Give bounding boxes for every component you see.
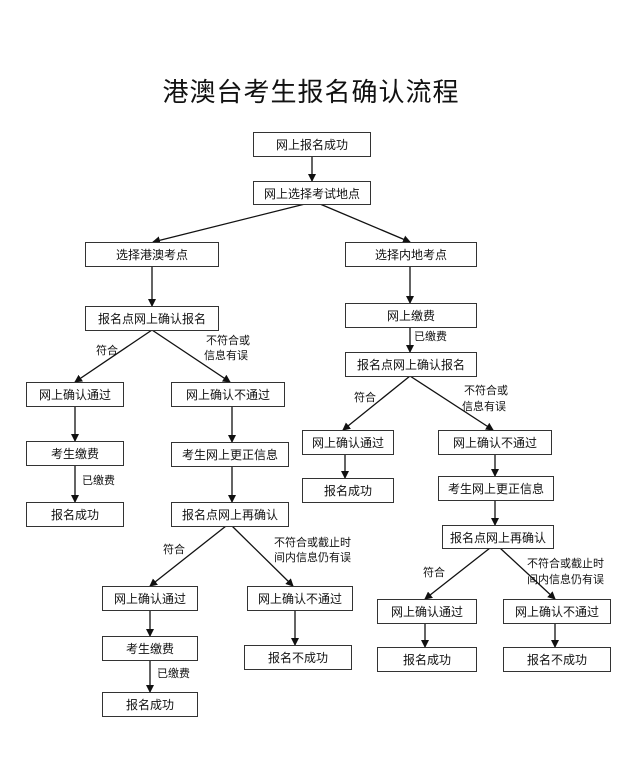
arrow-n18-n19	[342, 375, 411, 431]
label-left-re-ineligible-line2: 间内信息仍有误	[274, 551, 351, 564]
label-right-re-ineligible-line2: 间内信息仍有误	[527, 573, 604, 586]
page-title: 港澳台考生报名确认流程	[162, 78, 460, 108]
label-left-eligible: 符合	[96, 344, 118, 357]
arrow-n11-n13	[231, 525, 294, 587]
arrow-n23-n25	[499, 547, 556, 600]
node-select-exam-location: 网上选择考试地点	[253, 181, 371, 205]
arrow-n2-n3	[152, 203, 306, 245]
label-left-ineligible-line2: 信息有误	[204, 349, 248, 362]
label-right-paid: 已缴费	[414, 330, 447, 343]
node-left-site-confirm: 报名点网上确认报名	[85, 306, 219, 331]
arrow-n18-n20	[409, 375, 494, 431]
node-left-correct-info: 考生网上更正信息	[171, 442, 289, 467]
label-left-re-paid: 已缴费	[157, 667, 190, 680]
node-left-reconfirm-success: 报名成功	[102, 692, 198, 717]
node-left-reconfirm-pass: 网上确认通过	[102, 586, 198, 611]
node-right-site-confirm: 报名点网上确认报名	[345, 352, 477, 377]
label-right-eligible: 符合	[354, 391, 376, 404]
label-left-re-ineligible-line1: 不符合或截止时	[274, 536, 351, 549]
node-right-registration-failed: 报名不成功	[503, 647, 611, 672]
arrow-n5-n7	[151, 329, 231, 383]
node-right-confirm-fail: 网上确认不通过	[438, 430, 552, 455]
arrow-n2-n4	[319, 203, 411, 243]
node-left-reconfirm: 报名点网上再确认	[171, 502, 289, 527]
node-right-success: 报名成功	[302, 478, 394, 503]
node-left-reconfirm-fail: 网上确认不通过	[247, 586, 353, 611]
node-online-registration-success: 网上报名成功	[253, 132, 371, 157]
arrow-n23-n24	[424, 547, 491, 600]
node-right-reconfirm: 报名点网上再确认	[442, 525, 554, 549]
arrow-n11-n12	[149, 525, 227, 587]
label-right-ineligible-line2: 信息有误	[462, 400, 506, 413]
node-right-online-pay: 网上缴费	[345, 303, 477, 328]
label-left-re-eligible: 符合	[163, 543, 185, 556]
node-left-confirm-fail: 网上确认不通过	[171, 382, 285, 407]
node-left-candidate-pay: 考生缴费	[26, 441, 124, 466]
node-right-reconfirm-pass: 网上确认通过	[377, 599, 477, 624]
node-select-hk-macao-site: 选择港澳考点	[85, 242, 219, 267]
node-right-reconfirm-fail: 网上确认不通过	[503, 599, 611, 624]
label-left-paid: 已缴费	[82, 474, 115, 487]
node-left-reconfirm-pay: 考生缴费	[102, 636, 198, 661]
node-select-mainland-site: 选择内地考点	[345, 242, 477, 267]
node-left-success: 报名成功	[26, 502, 124, 527]
label-right-re-ineligible-line1: 不符合或截止时	[527, 557, 604, 570]
node-left-registration-failed: 报名不成功	[244, 645, 352, 670]
node-right-correct-info: 考生网上更正信息	[438, 476, 554, 501]
node-right-reconfirm-success: 报名成功	[377, 647, 477, 672]
label-right-ineligible-line1: 不符合或	[464, 384, 508, 397]
node-left-confirm-pass: 网上确认通过	[26, 382, 124, 407]
arrow-n5-n6	[74, 329, 153, 383]
label-right-re-eligible: 符合	[423, 566, 445, 579]
label-left-ineligible-line1: 不符合或	[206, 334, 250, 347]
node-right-confirm-pass: 网上确认通过	[302, 430, 394, 455]
